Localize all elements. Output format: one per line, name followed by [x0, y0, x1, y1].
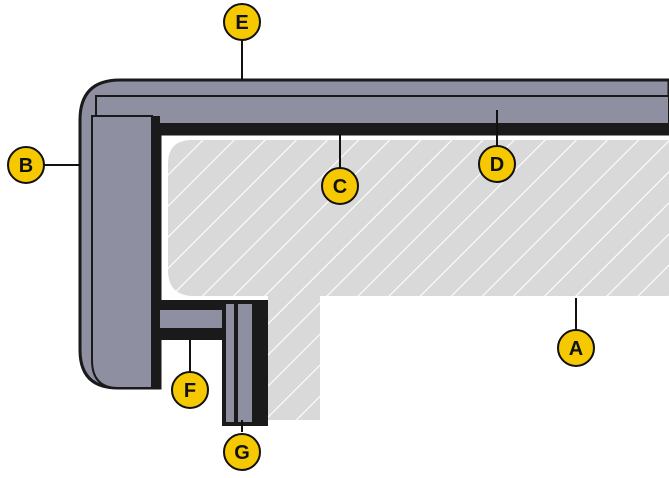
substrate-notch	[320, 296, 669, 426]
callout-a-circle	[557, 329, 595, 367]
callout-e-circle	[223, 3, 261, 41]
callout-f-label: F	[184, 380, 196, 402]
callout-g: G	[223, 433, 261, 471]
callout-d-circle	[478, 145, 516, 183]
callout-f: F	[171, 371, 209, 409]
callout-c-circle	[321, 167, 359, 205]
adhesive-line	[152, 124, 669, 134]
clip-vertical-inner-right	[238, 304, 252, 422]
callout-b: B	[7, 146, 45, 184]
callout-e: E	[223, 3, 261, 41]
callout-d-label: D	[490, 154, 504, 176]
callout-b-circle	[7, 146, 45, 184]
callout-c: C	[321, 167, 359, 205]
callout-f-circle	[171, 371, 209, 409]
callout-b-label: B	[19, 155, 33, 177]
callout-a: A	[557, 329, 595, 367]
side-panel	[91, 115, 153, 389]
callout-g-label: G	[234, 442, 250, 464]
callout-e-label: E	[235, 12, 248, 34]
clip-vertical-inner-left	[226, 304, 234, 422]
callout-g-circle	[223, 433, 261, 471]
substrate-block	[168, 140, 669, 420]
top-inner-panel	[95, 95, 669, 125]
side-inner-line	[152, 116, 160, 388]
callout-a-label: A	[569, 338, 583, 360]
callout-c-label: C	[333, 176, 347, 198]
callout-d: D	[478, 145, 516, 183]
clip-horizontal-inner	[160, 310, 232, 328]
